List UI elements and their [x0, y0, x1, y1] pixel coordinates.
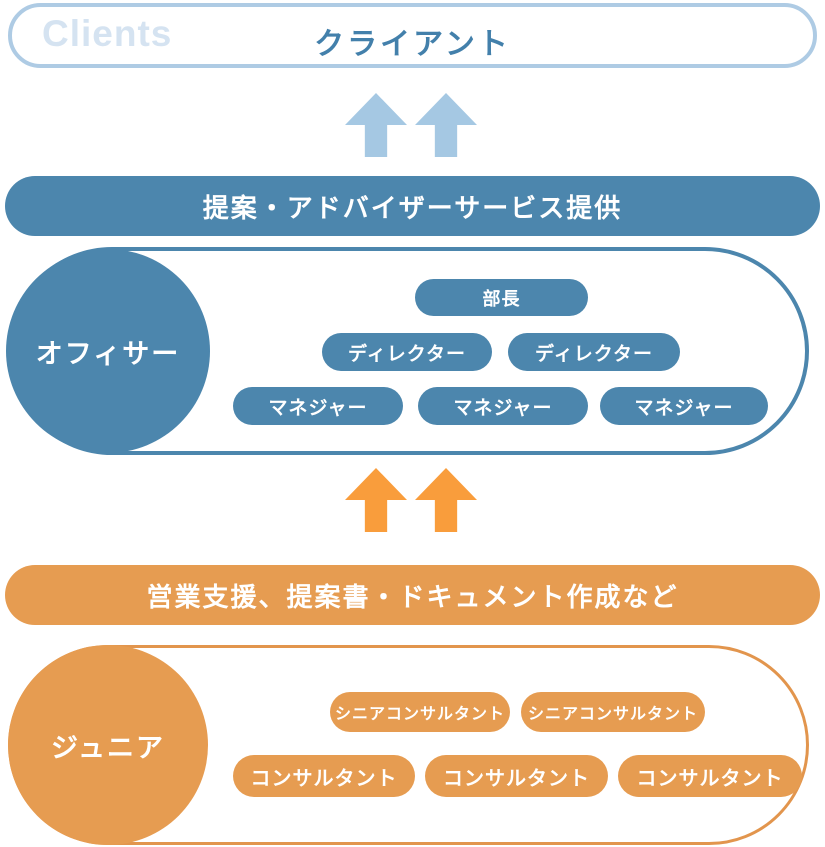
officer-circle: オフィサー [6, 249, 210, 453]
up-arrow-blue-icon [345, 93, 407, 157]
role-pill-director: ディレクター [322, 333, 492, 371]
junior-support-banner-label: 営業支援、提案書・ドキュメント作成など [146, 581, 679, 612]
role-pill-consultant: コンサルタント [233, 755, 415, 797]
junior-support-banner: 営業支援、提案書・ドキュメント作成など [5, 565, 820, 625]
role-pill-manager: マネジャー [233, 387, 403, 425]
officer-service-banner: 提案・アドバイザーサービス提供 [5, 176, 820, 236]
clients-label-en: Clients [42, 13, 173, 54]
up-arrow-orange-icon [345, 468, 407, 532]
officer-circle-label: オフィサー [35, 338, 181, 369]
role-pill-senior-consultant: シニアコンサルタント [521, 692, 705, 732]
role-pill-consultant: コンサルタント [618, 755, 802, 797]
role-pill-bucho: 部長 [415, 279, 588, 316]
officer-service-banner-label: 提案・アドバイザーサービス提供 [202, 192, 623, 223]
role-pill-director: ディレクター [508, 333, 680, 371]
clients-box: Clients クライアント [8, 3, 817, 68]
role-pill-consultant: コンサルタント [425, 755, 608, 797]
junior-circle: ジュニア [8, 645, 208, 845]
role-pill-senior-consultant: シニアコンサルタント [330, 692, 510, 732]
up-arrow-orange-icon [415, 468, 477, 532]
role-pill-manager: マネジャー [600, 387, 768, 425]
role-pill-manager: マネジャー [418, 387, 588, 425]
clients-label-ja: クライアント [314, 28, 511, 61]
up-arrow-blue-icon [415, 93, 477, 157]
junior-circle-label: ジュニア [50, 732, 166, 763]
